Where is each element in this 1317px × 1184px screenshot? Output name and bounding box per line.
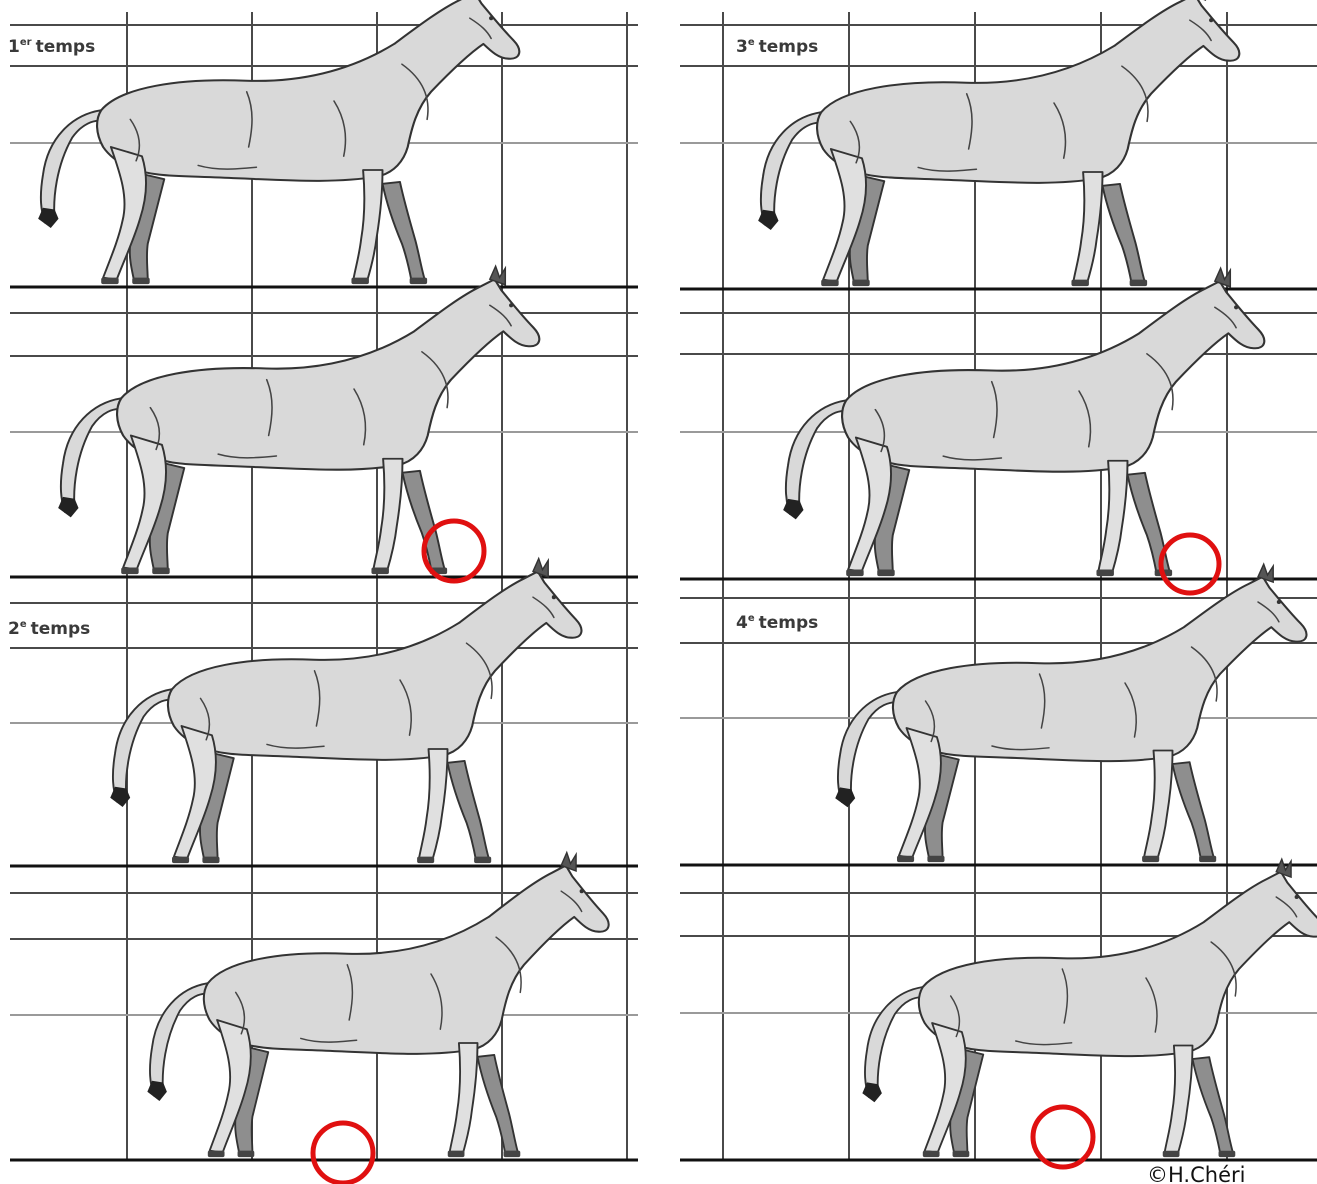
- horse-drawing: [110, 559, 581, 864]
- highlight-circle: [313, 1123, 373, 1183]
- panel-temps3-b: [680, 268, 1317, 593]
- panel-temps1-b: [10, 266, 638, 581]
- panel-temps2-b: [10, 853, 638, 1183]
- horse-drawing: [783, 268, 1264, 576]
- highlight-circle: [1161, 535, 1219, 593]
- panel-temps4-b: [680, 859, 1317, 1167]
- horse-drawing: [835, 564, 1306, 862]
- copyright-notice: ©H.Chéri: [1147, 1163, 1245, 1184]
- highlight-circle: [1033, 1107, 1093, 1167]
- horse-drawing: [862, 859, 1317, 1157]
